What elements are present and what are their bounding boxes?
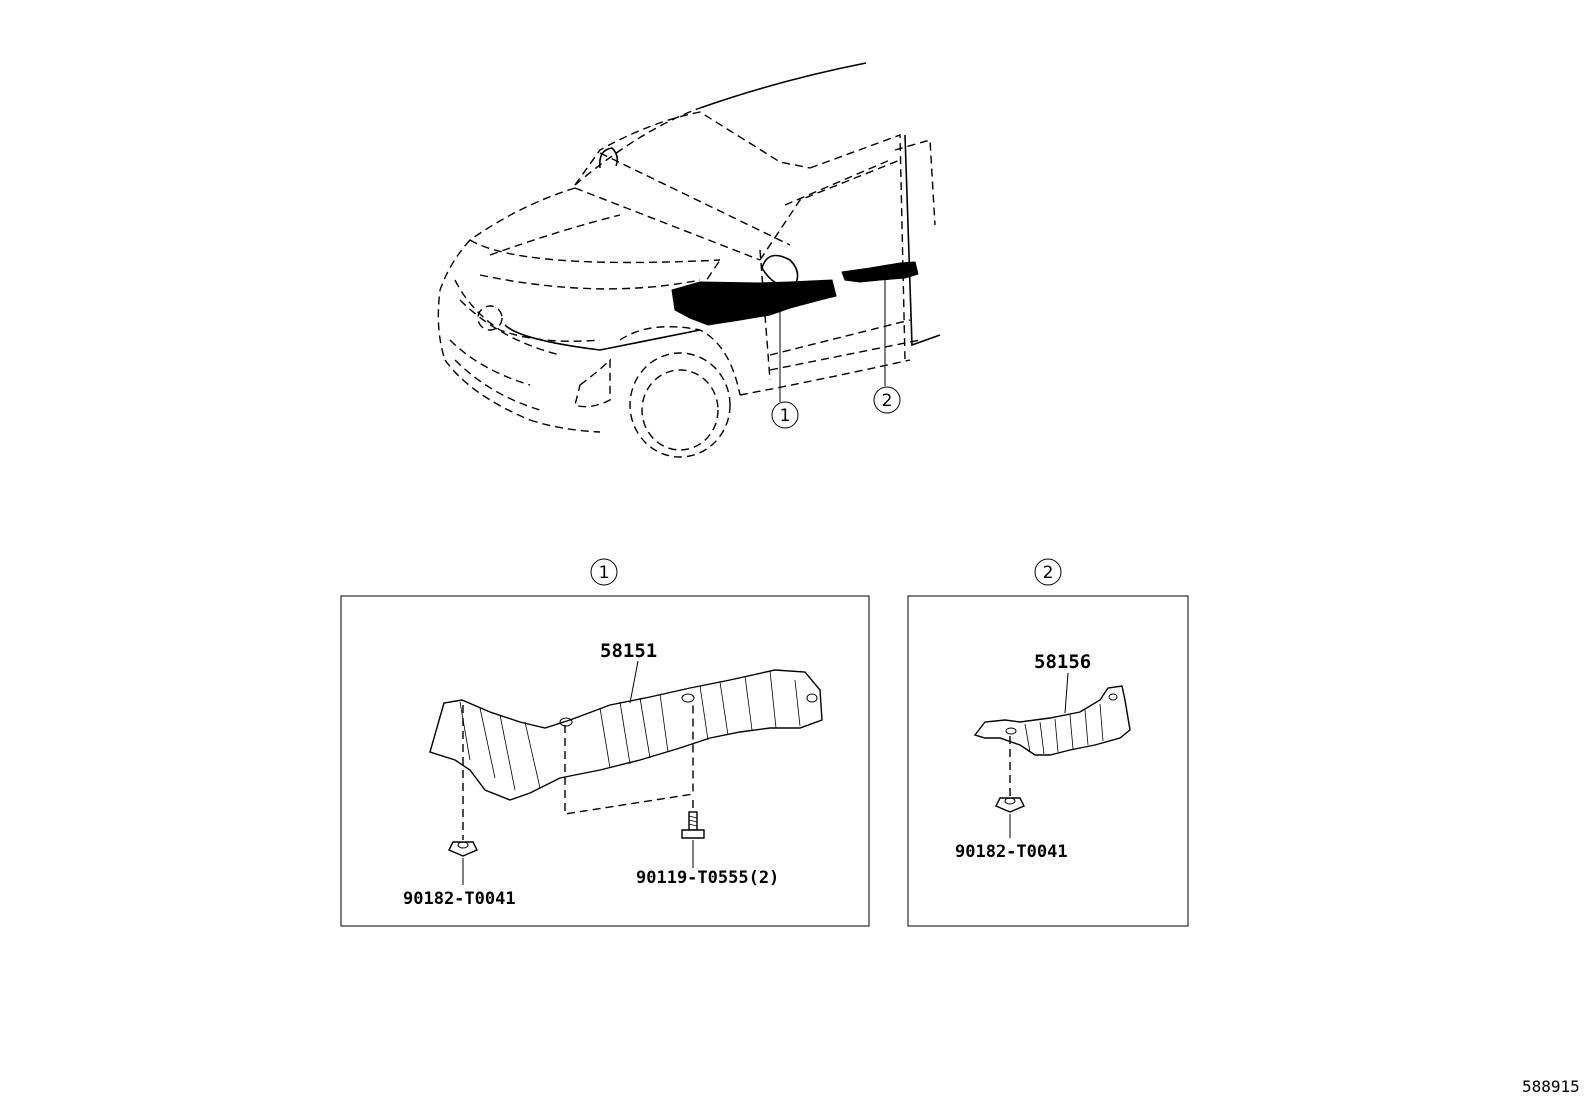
heat-insulator-front-silhouette [671, 279, 837, 326]
detail-panel-2: 2 58156 90182-T0041 [907, 558, 1189, 927]
part-label-58151: 58151 [600, 640, 657, 662]
part-label-90182-T0041-right: 90182-T0041 [955, 842, 1068, 862]
detail-panel-1: 1 58151 90182-T0041 [340, 558, 870, 927]
panel-2-frame [907, 595, 1189, 927]
nut-icon-90182-T0041-left [448, 841, 478, 857]
panel-1-frame [340, 595, 870, 927]
overview-callout-1: 1 [780, 406, 791, 426]
part-label-58156: 58156 [1034, 651, 1091, 673]
bolt-icon-90119-T0555 [681, 811, 705, 839]
nut-icon-90182-T0041-right [995, 797, 1025, 813]
overview-callout-2: 2 [882, 391, 893, 411]
panel-1-callout: 1 [599, 563, 610, 583]
heat-insulator-rear-silhouette [841, 261, 919, 283]
heat-insulator-58156 [973, 685, 1131, 756]
part-label-90119-T0555: 90119-T0555(2) [636, 868, 779, 888]
diagram-id: 588915 [1522, 1077, 1580, 1096]
heat-insulator-58151 [429, 669, 823, 801]
panel-2-callout: 2 [1043, 563, 1054, 583]
part-label-90182-T0041-left: 90182-T0041 [403, 889, 516, 909]
car-overview-illustration: 1 2 [437, 62, 941, 458]
